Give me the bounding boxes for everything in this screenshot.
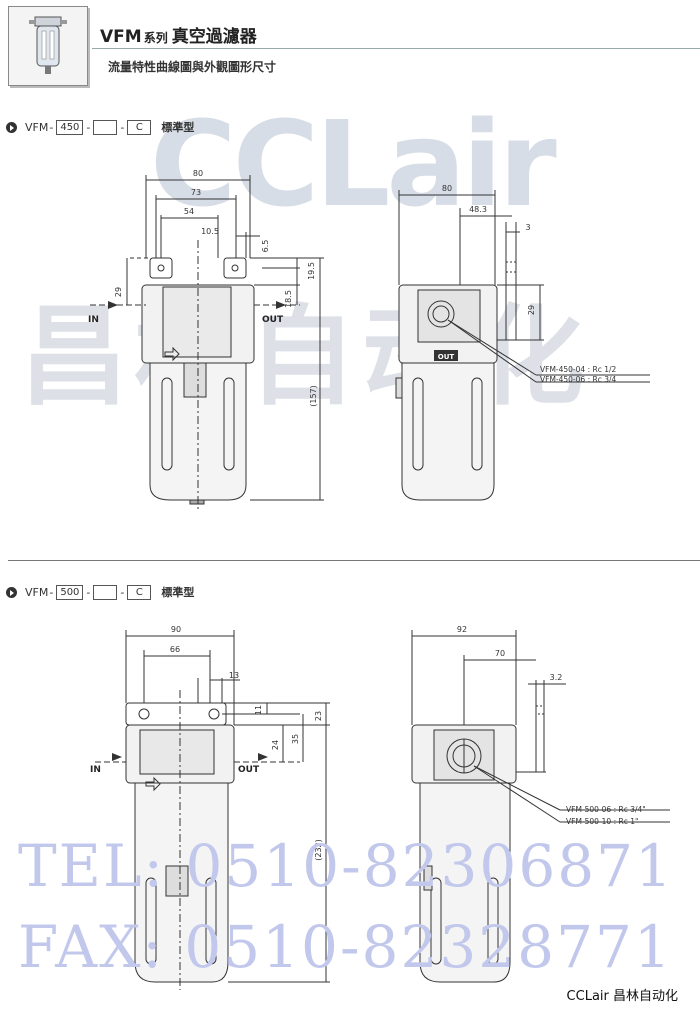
dim-label: 3.2 <box>550 673 563 682</box>
dim-label: 90 <box>171 625 181 634</box>
dim-label: 10.5 <box>201 227 219 236</box>
dim-label: 29 <box>114 287 123 297</box>
filter-thumbnail-icon <box>29 16 67 74</box>
section-2-model-line: VFM- 500- - C 標準型 <box>6 584 194 600</box>
port-note: VFM-450-04 : Rc 1/2 <box>540 365 616 374</box>
dim-label: 19.5 <box>307 262 316 280</box>
dim-label: 80 <box>442 184 452 193</box>
dim-label: 24 <box>271 740 280 750</box>
port-note: VFM-500-10 : Rc 1" <box>566 817 638 826</box>
dim-label: 3 <box>525 223 530 232</box>
flow-arrow-icon <box>164 346 180 362</box>
out-port-badge: OUT <box>438 353 455 361</box>
footer-brand: CCLair 昌林自动化 <box>566 989 678 1004</box>
arrow-bullet-icon <box>6 121 17 133</box>
dim-label: 11 <box>254 705 263 715</box>
out-port-label: OUT <box>238 765 260 775</box>
dim-label: (232) <box>314 839 323 861</box>
dim-label: 80 <box>193 169 203 178</box>
tel-watermark: TEL: 0510-82306871 <box>18 832 674 900</box>
out-port-badge-box <box>434 350 458 361</box>
dim-label: 73 <box>191 188 201 197</box>
dim-label: 29 <box>527 305 536 315</box>
dim-label: 6.5 <box>261 240 270 253</box>
page-subtitle: 流量特性曲線圖與外觀圖形尺寸 <box>108 60 277 74</box>
dim-label: 92 <box>457 625 467 634</box>
dim-label: 66 <box>170 645 180 654</box>
brand-watermark-logo: CCLair <box>150 95 557 233</box>
side-bowl-450 <box>401 362 495 501</box>
dim-label: 18.5 <box>284 290 293 308</box>
dim-label: 70 <box>495 649 505 658</box>
product-thumbnail <box>8 6 88 86</box>
fax-watermark: FAX: 0510-82328771 <box>18 913 673 981</box>
dim-label: 54 <box>184 207 194 216</box>
port-note: VFM-450-06 : Rc 3/4 <box>540 375 616 384</box>
dim-label: 48.3 <box>469 205 487 214</box>
dim-label: 13 <box>229 671 239 680</box>
dim-label: 23 <box>314 711 323 721</box>
front-bowl-450 <box>149 362 247 501</box>
section-1-model-line: VFM- 450- - C 標準型 <box>6 119 194 135</box>
in-port-label: IN <box>90 765 101 775</box>
dim-label: 35 <box>291 734 300 744</box>
in-port-label: IN <box>88 315 99 325</box>
out-port-label: OUT <box>262 315 284 325</box>
arrow-bullet-icon <box>6 586 17 598</box>
header-divider <box>92 48 700 49</box>
dim-label: (157) <box>309 385 318 407</box>
section-divider <box>8 560 700 561</box>
flow-arrow-icon <box>145 776 161 792</box>
port-note: VFM-500-06 : Rc 3/4" <box>566 805 646 814</box>
